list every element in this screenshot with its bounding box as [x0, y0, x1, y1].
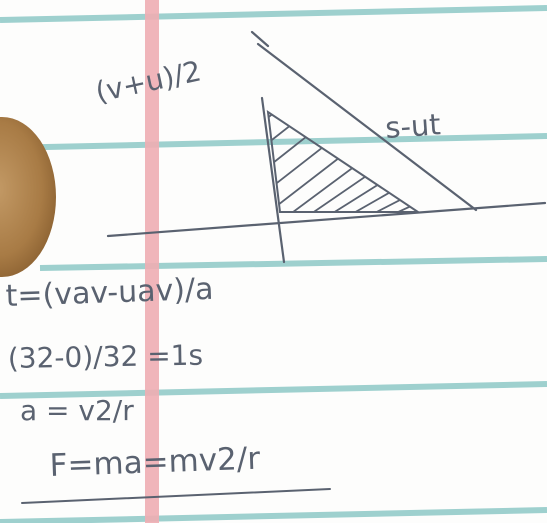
rule-line: [0, 133, 547, 151]
equation-numeric: (32-0)/32 =1s: [8, 339, 204, 375]
equation-force: F=ma=mv2/r: [49, 441, 261, 484]
rule-line: [0, 381, 547, 399]
underline: [21, 488, 331, 504]
rule-line: [0, 5, 547, 23]
horizontal-axis: [106, 201, 547, 238]
hypotenuse-label: s-ut: [384, 107, 442, 145]
tick-mark: [250, 30, 270, 48]
margin-line: [145, 0, 159, 523]
equation-acceleration: a = v2/r: [20, 394, 134, 427]
punch-hole: [0, 117, 56, 277]
vertical-axis: [260, 96, 286, 264]
rule-lines: [0, 5, 547, 523]
equation-time: t=(vav-uav)/a: [5, 272, 214, 314]
rule-line: [39, 256, 547, 271]
triangle-hypotenuse: [256, 42, 478, 212]
rule-line: [0, 507, 547, 523]
